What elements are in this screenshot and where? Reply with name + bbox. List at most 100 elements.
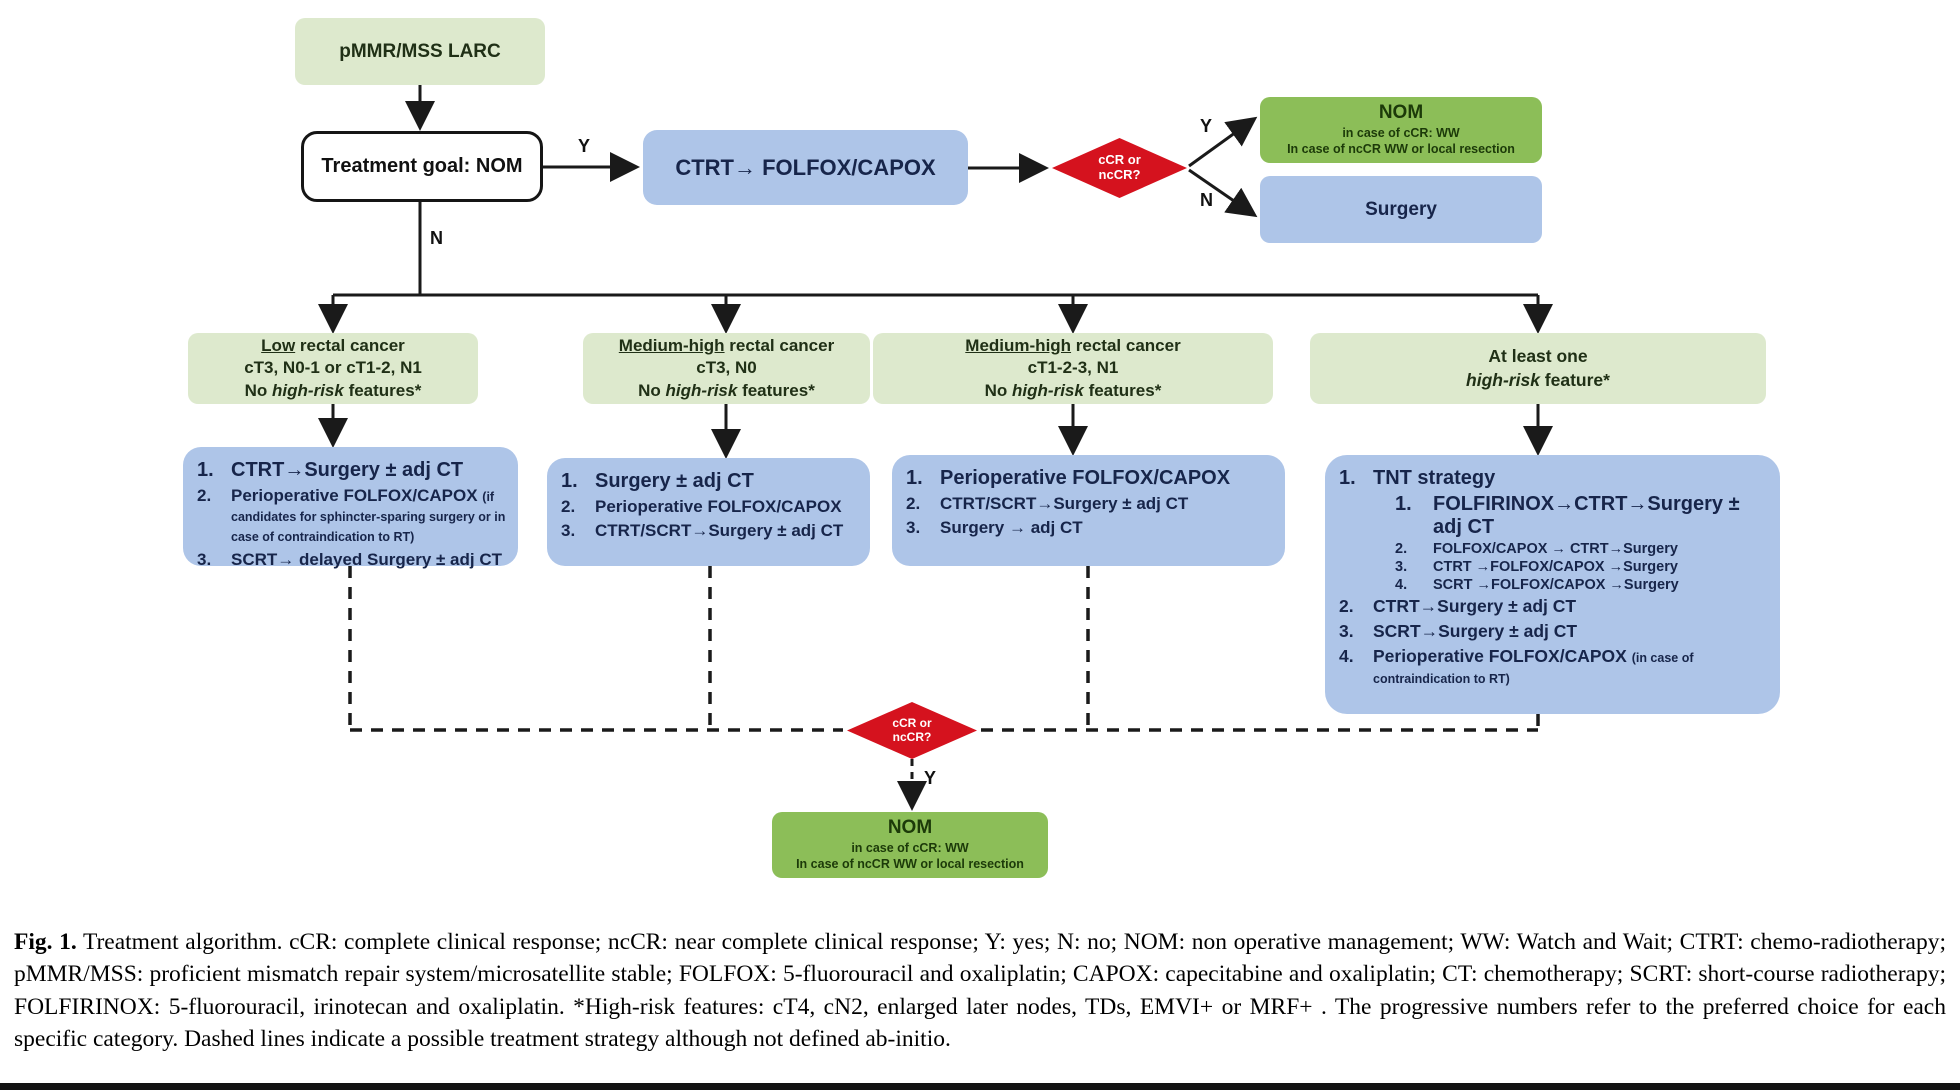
tx4-item4-note: (in case of contraindication to RT) (1373, 651, 1694, 686)
treatment-goal-label: Treatment goal: NOM (321, 155, 523, 177)
tx3-item1: 1. Perioperative FOLFOX/CAPOX (906, 467, 1277, 490)
cat1-title: Low rectal cancer (261, 335, 405, 358)
tx2-item3-text: CTRT/SCRT→Surgery ± adj CT (595, 521, 844, 540)
node-pmmr-mss-larc: pMMR/MSS LARC (295, 18, 545, 85)
tx3-item2: 2. CTRT/SCRT→Surgery ± adj CT (906, 494, 1277, 514)
tx4-item2: 2. CTRT→Surgery ± adj CT (1339, 596, 1772, 617)
category-high-risk-feature: At least one high-risk feature* (1310, 333, 1766, 404)
node-nom-bottom: NOM in case of cCR: WW In case of ncCR W… (772, 812, 1048, 878)
tx4-sub3: 3. CTRT →FOLFOX/CAPOX →Surgery (1395, 559, 1772, 575)
edge-label-no-right: N (1200, 190, 1213, 210)
surgery-label: Surgery (1365, 198, 1437, 220)
tx2-item1-text: Surgery ± adj CT (595, 470, 754, 492)
cat4-line2-post: feature* (1539, 369, 1610, 390)
tx2-item1-num: 1. (561, 470, 578, 492)
tx4-sub1-text: FOLFIRINOX→CTRT→Surgery ± adj CT (1433, 493, 1740, 538)
tx4-item3-num: 3. (1339, 621, 1354, 641)
cat3-stage: cT1-2-3, N1 (1027, 358, 1119, 378)
tx4-tnt: 1. TNT strategy (1339, 467, 1772, 490)
tx1-item1-num: 1. (197, 459, 214, 481)
cat1-title-rest: rectal cancer (295, 335, 405, 355)
tx1-item2-text: Perioperative FOLFOX/CAPOX (231, 486, 478, 505)
tx2-item2-text: Perioperative FOLFOX/CAPOX (595, 497, 842, 516)
tx4-sub2-num: 2. (1395, 541, 1408, 557)
tx4-sub1-num: 1. (1395, 493, 1412, 515)
decision-bottom-line2: ncCR? (892, 729, 932, 744)
treatment-box-3: 1. Perioperative FOLFOX/CAPOX 2. CTRT/SC… (892, 455, 1285, 566)
cat3-risk-italic: high-risk (1012, 380, 1084, 400)
tx4-tnt-sublist: 1. FOLFIRINOX→CTRT→Surgery ± adj CT 2. F… (1395, 492, 1772, 594)
cat2-title: Medium-high rectal cancer (619, 335, 834, 358)
decision-bottom-line1: cCR or (892, 715, 932, 730)
tx4-tnt-label: TNT strategy (1373, 467, 1496, 489)
tx3-item2-num: 2. (906, 494, 921, 513)
nom-top-line1: in case of cCR: WW (1342, 126, 1460, 141)
tx4-sub4: 4. SCRT →FOLFOX/CAPOX →Surgery (1395, 577, 1772, 593)
cat2-risk-italic: high-risk (665, 380, 738, 400)
cat2-risk-pre: No (638, 380, 666, 400)
tx4-sub2-text: FOLFOX/CAPOX → CTRT→Surgery (1433, 541, 1678, 557)
edge-label-yes-bottom: Y (924, 768, 937, 788)
tx4-tnt-num: 1. (1339, 467, 1356, 489)
cat2-risk: No high-risk features* (638, 380, 815, 403)
nom-bottom-line2: In case of ncCR WW or local resection (796, 857, 1024, 872)
pmmr-label: pMMR/MSS LARC (339, 40, 501, 62)
cat4-line2-italic: high-risk (1466, 369, 1540, 390)
tx1-item3-num: 3. (197, 550, 212, 569)
node-treatment-goal: Treatment goal: NOM (301, 131, 543, 202)
tx3-item3-num: 3. (906, 518, 921, 537)
tx3-item3-text: Surgery → adj CT (940, 518, 1083, 537)
cat4-line2: high-risk feature* (1466, 369, 1610, 392)
tx4-sub2: 2. FOLFOX/CAPOX → CTRT→Surgery (1395, 541, 1772, 557)
cat3-title-rest: rectal cancer (1071, 335, 1181, 355)
cat4-line1: At least one (1488, 346, 1588, 367)
cat2-title-rest: rectal cancer (724, 335, 835, 355)
tx1-item2-note: (if candidates for sphincter-sparing sur… (231, 490, 506, 544)
tx2-item3: 3. CTRT/SCRT→Surgery ± adj CT (561, 521, 862, 541)
tx1-item1: 1. CTRT→Surgery ± adj CT (197, 459, 510, 482)
tx3-item1-text: Perioperative FOLFOX/CAPOX (940, 467, 1231, 489)
tx4-item4-text-wrap: Perioperative FOLFOX/CAPOX (in case of c… (1373, 646, 1772, 688)
node-surgery: Surgery (1260, 176, 1542, 243)
tx4-item4-text: Perioperative FOLFOX/CAPOX (1373, 646, 1627, 666)
figure-caption: Fig. 1. Treatment algorithm. cCR: comple… (14, 926, 1946, 1056)
edge-label-yes-top: Y (578, 136, 591, 156)
tx3-item1-num: 1. (906, 467, 923, 489)
tx4-item3: 3. SCRT→Surgery ± adj CT (1339, 621, 1772, 642)
category-medium-high-ct3n0: Medium-high rectal cancer cT3, N0 No hig… (583, 333, 870, 404)
treatment-box-2: 1. Surgery ± adj CT 2. Perioperative FOL… (547, 458, 870, 566)
cat1-risk-italic: high-risk (272, 380, 344, 400)
tx2-item2-num: 2. (561, 497, 576, 516)
cat3-risk-post: features* (1083, 380, 1162, 400)
node-ctrt-folfox-capox: CTRT→ FOLFOX/CAPOX (643, 130, 968, 205)
tx4-sub1: 1. FOLFIRINOX→CTRT→Surgery ± adj CT (1395, 493, 1772, 539)
cat1-stage: cT3, N0-1 or cT1-2, N1 (244, 358, 422, 378)
ctrt-label: CTRT→ FOLFOX/CAPOX (675, 154, 936, 180)
cat3-risk-pre: No (984, 380, 1013, 400)
cat2-stage: cT3, N0 (696, 358, 757, 378)
treatment-box-1: 1. CTRT→Surgery ± adj CT 2. Perioperativ… (183, 447, 518, 569)
decision-top-line1: cCR or (1098, 152, 1141, 168)
tx4-item3-text: SCRT→Surgery ± adj CT (1373, 621, 1578, 641)
category-low-rectal-cancer: Low rectal cancer cT3, N0-1 or cT1-2, N1… (188, 333, 478, 404)
tx2-item1: 1. Surgery ± adj CT (561, 470, 862, 493)
nom-top-line2: In case of ncCR WW or local resection (1287, 142, 1515, 157)
tx4-sub4-num: 4. (1395, 577, 1408, 593)
node-nom-top: NOM in case of cCR: WW In case of ncCR W… (1260, 97, 1542, 163)
edge-label-no-branch: N (430, 228, 443, 248)
cat2-risk-post: features* (737, 380, 815, 400)
tx4-item4: 4. Perioperative FOLFOX/CAPOX (in case o… (1339, 646, 1772, 688)
nom-bottom-title: NOM (887, 817, 933, 839)
cat1-risk-post: features* (343, 380, 422, 400)
tx1-item2-num: 2. (197, 486, 212, 505)
cat3-risk: No high-risk features* (985, 380, 1162, 403)
tx4-item2-text: CTRT→Surgery ± adj CT (1373, 596, 1577, 616)
category-medium-high-ct123n1: Medium-high rectal cancer cT1-2-3, N1 No… (873, 333, 1273, 404)
edge-label-yes-right: Y (1200, 116, 1213, 136)
page-bottom-rule (0, 1083, 1960, 1090)
nom-top-title: NOM (1378, 102, 1424, 124)
tx2-item3-num: 3. (561, 521, 576, 540)
tx1-item3: 3. SCRT→ delayed Surgery ± adj CT (197, 550, 510, 570)
cat3-title-underlined: Medium-high (965, 335, 1072, 355)
tx4-sub3-num: 3. (1395, 559, 1408, 575)
